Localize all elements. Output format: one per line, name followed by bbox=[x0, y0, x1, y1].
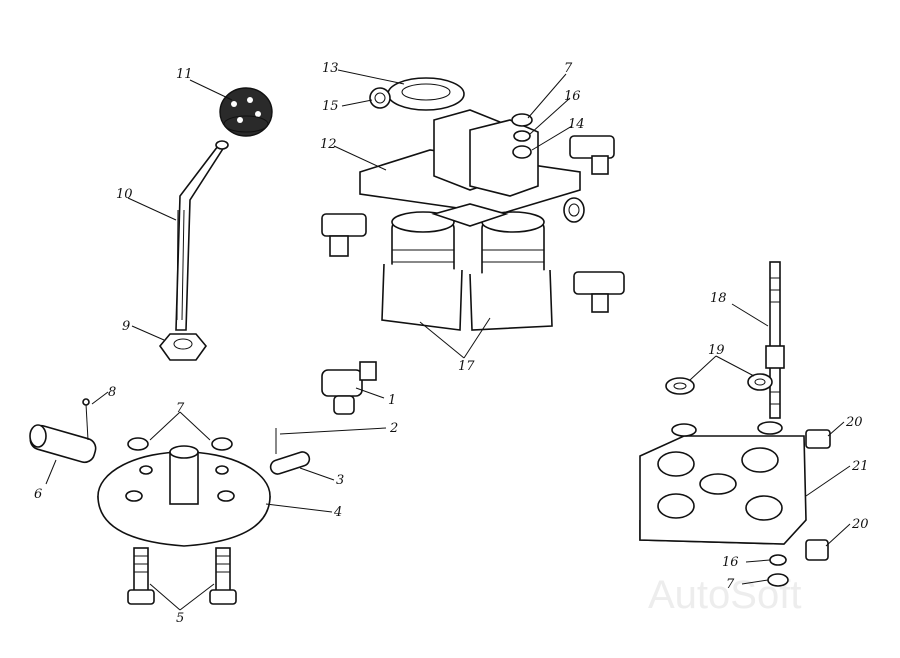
valve-body-21 bbox=[639, 421, 807, 545]
elbow-fitting-right-top bbox=[569, 135, 615, 175]
washer-15 bbox=[369, 87, 391, 109]
label-5: 5 bbox=[176, 611, 184, 626]
label-11: 11 bbox=[176, 67, 193, 82]
clevis-pin-6 bbox=[29, 424, 97, 464]
label-6: 6 bbox=[34, 487, 42, 502]
label-3: 3 bbox=[336, 473, 344, 488]
lever-knob bbox=[219, 87, 273, 137]
lever-nut bbox=[158, 333, 208, 361]
label-18: 18 bbox=[710, 291, 727, 306]
label-9: 9 bbox=[122, 319, 130, 334]
bolts-5 bbox=[127, 547, 237, 605]
label-10: 10 bbox=[116, 187, 133, 202]
mounting-plate-12 bbox=[359, 109, 581, 215]
lever-rod bbox=[175, 140, 229, 331]
plug-20-bottom bbox=[805, 539, 829, 561]
cotter-pin-8 bbox=[82, 398, 90, 441]
label-8: 8 bbox=[108, 385, 116, 400]
label-7-top: 7 bbox=[564, 61, 573, 76]
label-7-base: 7 bbox=[176, 401, 185, 416]
label-7-bottom: 7 bbox=[726, 577, 735, 592]
small-parts-7-14-16 bbox=[511, 113, 533, 159]
elbow-fitting-right-bottom bbox=[573, 271, 625, 313]
label-13: 13 bbox=[322, 61, 339, 76]
label-17: 17 bbox=[458, 359, 475, 374]
leader-lines bbox=[45, 69, 851, 611]
label-20-bottom: 20 bbox=[851, 517, 869, 532]
pin-3 bbox=[269, 451, 311, 475]
label-1: 1 bbox=[388, 393, 396, 408]
label-19: 19 bbox=[708, 343, 725, 358]
washer-side bbox=[563, 197, 585, 223]
label-20-top: 20 bbox=[845, 415, 863, 430]
label-16-bottom: 16 bbox=[722, 555, 739, 570]
label-4: 4 bbox=[333, 505, 342, 520]
label-12: 12 bbox=[320, 137, 337, 152]
fitting-1 bbox=[321, 361, 377, 415]
label-16-top: 16 bbox=[564, 89, 581, 104]
label-15: 15 bbox=[322, 99, 339, 114]
sealing-ring-13 bbox=[387, 77, 465, 111]
clamp-brackets-17 bbox=[381, 263, 553, 331]
label-21: 21 bbox=[851, 459, 869, 474]
label-14: 14 bbox=[568, 117, 585, 132]
label-2: 2 bbox=[389, 421, 398, 436]
nut-16-7-right bbox=[767, 554, 789, 587]
stud-18 bbox=[765, 261, 785, 419]
base-plate-4 bbox=[97, 437, 271, 547]
plug-20-top bbox=[805, 429, 831, 449]
washers-19 bbox=[665, 373, 773, 395]
elbow-fitting-left bbox=[321, 213, 367, 257]
